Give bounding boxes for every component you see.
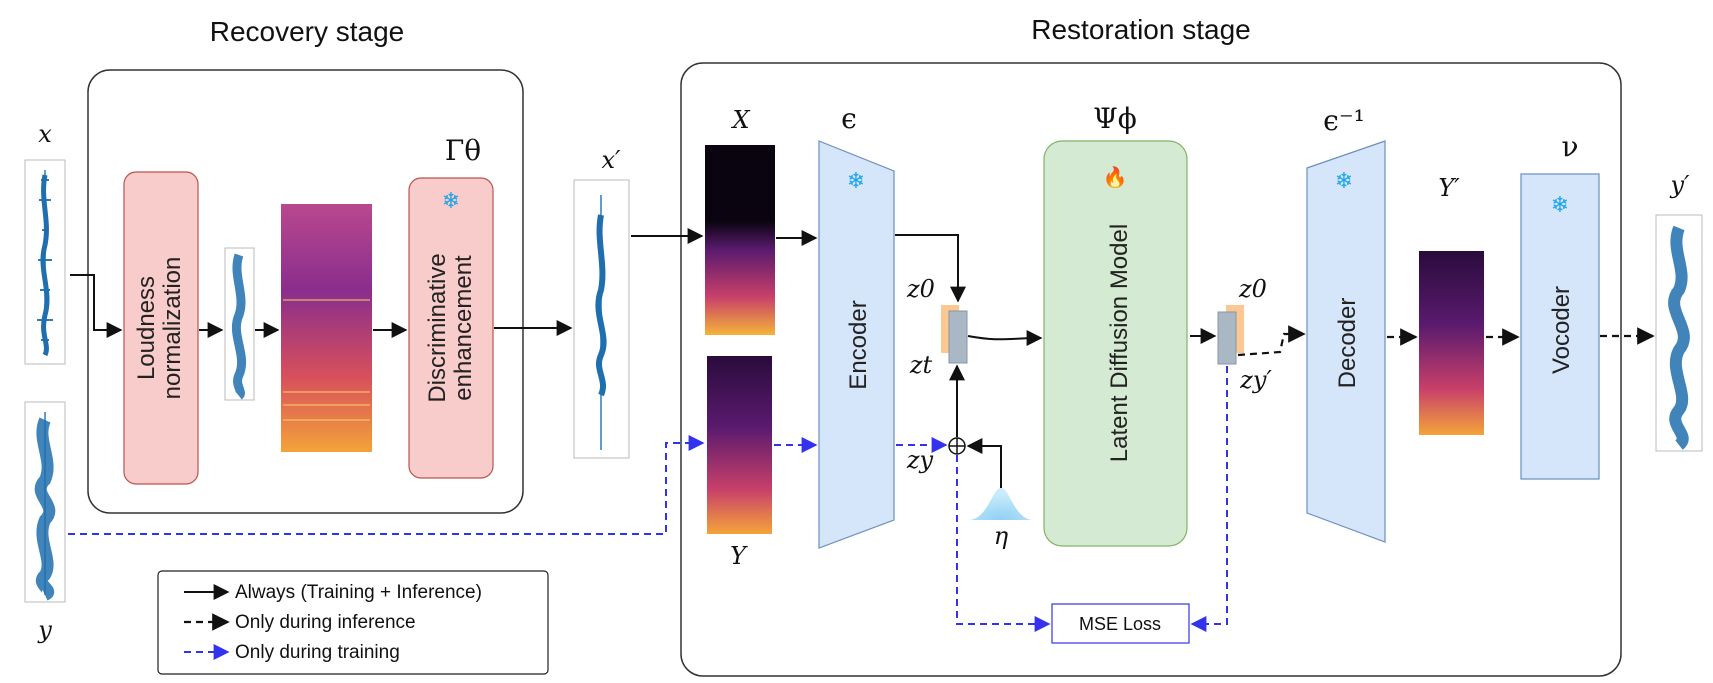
legend-training-label: Only during training [235,642,400,663]
encoder-label: Encoder [845,300,872,389]
discriminative-enhancement-block [408,177,494,479]
signal-x-label: x [38,120,52,148]
psi-phi-label: Ψϕ [1093,102,1137,135]
waveform-y-prime [1655,214,1703,452]
snowflake-icon: ❄ [1335,169,1353,194]
zy-label: zy [906,446,934,474]
waveform-normalized [224,247,255,401]
zt-label: zt [909,351,933,379]
spectrogram-Y-prime [1419,251,1484,435]
vocoder-block [1520,173,1600,480]
legend-box [157,570,549,675]
restoration-stage-title: Restoration stage [1031,14,1250,45]
latent-zy-prime [1217,311,1237,365]
nu-label: ν [1561,130,1578,163]
latent-zt [948,310,968,364]
waveform-y [24,401,66,603]
z0-right-label: z0 [1238,275,1267,303]
spectrogram-X [705,145,775,335]
recovery-stage-box [87,69,524,514]
discriminative-label-line1: Discriminative [424,253,451,402]
signal-y-label: y [37,616,52,644]
mse-loss-block [1051,603,1190,644]
z0-left-label: z0 [906,275,935,303]
restoration-stage-box [680,62,1622,677]
mse-loss-label: MSE Loss [1079,614,1161,634]
loudness-label-line1: Loudness [133,276,160,380]
spectrogram-Y [707,356,772,534]
legend-always-label: Always (Training + Inference) [235,582,482,603]
spec-Y-prime-label: Y′ [1438,174,1460,202]
gamma-theta-label: Γθ [445,134,481,167]
epsilon-inverse-label: ϵ⁻¹ [1323,104,1365,137]
zy-prime-label: zy′ [1239,366,1272,394]
gaussian-noise-icon [968,488,1034,520]
snowflake-icon: ❄ [847,169,865,194]
snowflake-icon: ❄ [1551,193,1569,218]
waveform-x [24,159,66,365]
legend-inference-label: Only during inference [235,612,416,633]
decoder-label: Decoder [1334,298,1361,389]
flame-icon: 🔥 [1103,165,1128,189]
decoder-block [1306,140,1386,543]
spectrogram-recovery [281,204,372,452]
sum-node-plus [949,438,965,454]
latent-diffusion-model-block [1043,140,1188,547]
encoder-block [818,140,895,549]
loudness-label-line2: normalization [159,257,186,400]
ldm-label: Latent Diffusion Model [1106,224,1133,462]
recovery-stage-title: Recovery stage [210,16,405,47]
signal-y-prime-label: y′ [1669,171,1690,199]
always-arrows [70,228,1217,488]
spectrogram-recovery-harmonics [283,299,370,421]
spec-Y-label: Y [730,542,748,570]
vocoder-label: Vocoder [1548,286,1575,374]
snowflake-icon: ❄ [442,189,460,214]
epsilon-label: ϵ [841,102,857,135]
training-arrows [68,366,1228,632]
loudness-normalization-block [123,171,199,485]
inference-arrows [1237,325,1655,357]
eta-label: η [994,522,1009,550]
signal-x-prime-label: x′ [602,146,622,174]
waveform-x-prime [573,179,630,459]
discriminative-label-line2: enhancement [450,255,477,401]
spec-X-label: X [730,106,750,134]
